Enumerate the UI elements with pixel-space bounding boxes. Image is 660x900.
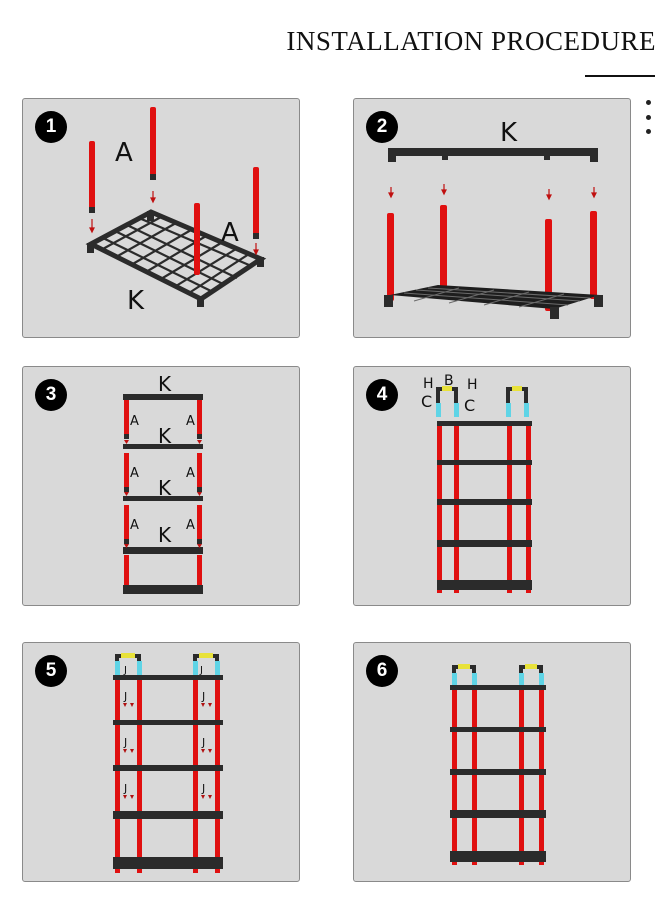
label-pole-a: A [130,466,139,481]
label-pole-a: A [186,414,195,429]
step-2-illustration: K [384,118,603,319]
label-shelf-k: K [158,523,172,547]
step-2-panel: 2 K [353,98,631,338]
label-clip-c: C [464,396,475,415]
label-cap-h: H [423,376,434,392]
step-3-illustration: K K K K A A A A [123,372,203,594]
step-number-badge: 2 [366,111,398,143]
label-joint-j: J [201,782,205,795]
step-number-badge: 6 [366,655,398,687]
label-joint-j: J [123,665,127,676]
step-3-panel: 3 K K K K A A [22,366,300,606]
label-pole-a: A [186,466,195,481]
step-number-badge: 5 [35,655,67,687]
label-shelf-k: K [500,118,518,148]
label-joint-j: J [123,736,127,749]
label-pole-a: A [130,518,139,533]
more-vertical-icon[interactable] [644,100,652,134]
label-joint-j: J [201,690,205,703]
label-shelf-k: K [158,424,172,448]
step-6-illustration [450,664,546,865]
step-6-panel: 6 [353,642,631,882]
step-5-illustration: J J J J J J J J [113,653,223,873]
label-pole-a: A [115,138,133,168]
label-connector-b: B [444,373,454,389]
step-number-badge: 1 [35,111,67,143]
page-title: INSTALLATION PROCEDURE [286,26,656,56]
label-shelf-k: K [127,286,145,316]
label-pole-a: A [221,218,239,248]
label-shelf-k: K [158,476,172,500]
label-pole-a: A [186,518,195,533]
label-shelf-k: K [158,372,172,396]
step-4-panel: 4 H B H C C [353,366,631,606]
step-5-panel: 5 J J J J [22,642,300,882]
label-cap-h: H [467,377,478,393]
label-clip-c: C [421,392,432,411]
title-underline [585,75,655,77]
step-number-badge: 4 [366,379,398,411]
label-joint-j: J [123,782,127,795]
step-1-illustration: A A K [85,107,267,316]
label-joint-j: J [201,736,205,749]
label-joint-j: J [199,665,203,676]
label-pole-a: A [130,414,139,429]
step-1-panel: 1 A A K [22,98,300,338]
step-4-illustration: H B H C C [421,373,532,593]
label-joint-j: J [123,690,127,703]
step-number-badge: 3 [35,379,67,411]
